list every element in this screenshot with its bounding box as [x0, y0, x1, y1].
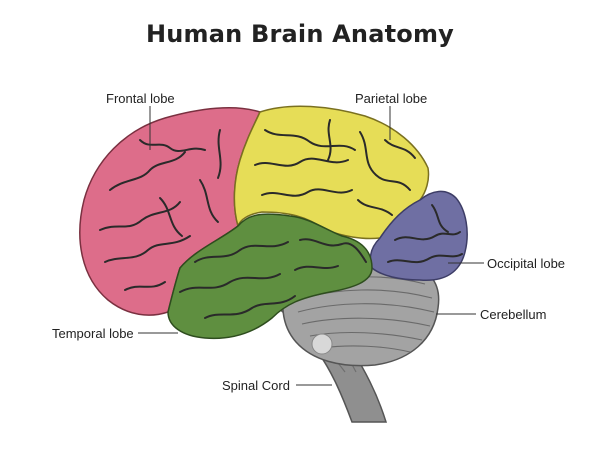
parietal-lobe-region	[233, 105, 430, 240]
label-cerebellum: Cerebellum	[480, 307, 547, 322]
label-spinal-cord: Spinal Cord	[222, 378, 290, 393]
label-temporal-lobe: Temporal lobe	[52, 326, 134, 341]
occipital-lobe-region	[369, 190, 468, 281]
occipital-gyri	[387, 204, 463, 264]
frontal-gyri	[99, 129, 222, 291]
leader-lines	[138, 106, 484, 386]
label-parietal-lobe: Parietal lobe	[355, 91, 428, 106]
diagram-title: Human Brain Anatomy	[145, 20, 455, 48]
temporal-gyri	[179, 238, 367, 319]
temporal-lobe-region	[167, 213, 373, 340]
label-occipital-lobe: Occipital lobe	[487, 256, 566, 271]
label-frontal-lobe: Frontal lobe	[106, 91, 175, 106]
parietal-gyri	[254, 119, 416, 216]
